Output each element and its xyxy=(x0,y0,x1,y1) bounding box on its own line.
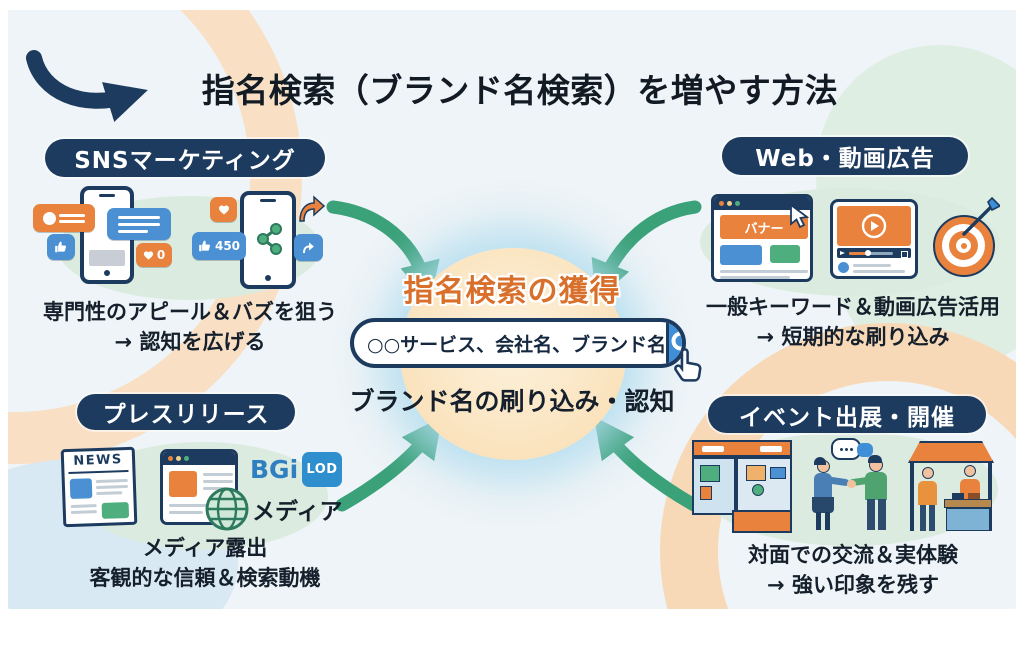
section-label-press-text: プレスリリース xyxy=(102,402,270,428)
press-caption: メディア露出 客観的な信頼＆検索動機 xyxy=(40,533,370,594)
center-caption: ブランド名の刷り込み・認知 xyxy=(349,387,675,416)
chat-bubble-icon xyxy=(107,208,171,240)
media-logo-text: BGi xyxy=(250,455,299,484)
share-arrow-icon xyxy=(299,195,326,222)
sns-caption: 専門性のアピール＆バズを狙う → 認知を広げる xyxy=(25,297,355,358)
title-swoosh-arrow-icon xyxy=(26,50,148,122)
sns-caption-line2: → 認知を広げる xyxy=(114,330,266,355)
smartphone-icon xyxy=(240,191,296,289)
share-network-icon xyxy=(257,223,282,255)
speech-bubble-icon xyxy=(857,443,873,457)
banner-ad-label: バナー xyxy=(744,221,784,237)
heart-count-badge: 0 xyxy=(136,243,172,267)
like-count: 450 xyxy=(214,239,241,253)
press-caption-line2: 客観的な信頼＆検索動機 xyxy=(89,566,321,591)
exhibition-booth-icon xyxy=(692,440,792,533)
arrow-sns-to-center xyxy=(326,200,440,303)
like-count-badge: 450 xyxy=(192,232,246,260)
search-bar[interactable]: ○○サービス、会社名、ブランド名 xyxy=(350,318,686,368)
play-icon xyxy=(861,213,887,239)
newspaper-title: NEWS xyxy=(73,452,124,469)
repost-icon xyxy=(294,234,323,261)
handshake-people-icon xyxy=(805,438,897,534)
arrow-press-to-center xyxy=(335,416,442,512)
heart-count: 0 xyxy=(156,248,166,262)
sns-caption-line1: 専門性のアピール＆バズを狙う xyxy=(43,300,337,324)
event-caption: 対面での交流＆実体験 → 強い印象を残す xyxy=(690,540,1016,601)
section-label-event: イベント出展・開催 xyxy=(708,396,986,433)
web-caption-line2: → 短期的な刷り込み xyxy=(756,325,950,350)
section-label-press: プレスリリース xyxy=(77,394,295,430)
event-stand-icon xyxy=(908,441,994,533)
heart-icon xyxy=(210,197,237,222)
media-logo-badge: LOD xyxy=(302,452,342,487)
search-input[interactable]: ○○サービス、会社名、ブランド名 xyxy=(367,333,667,356)
arrow-web-to-center xyxy=(591,200,702,302)
web-caption-line1: 一般キーワード＆動画広告活用 xyxy=(706,295,1000,319)
section-label-web-text: Web・動画広告 xyxy=(755,146,935,172)
section-label-sns: SNSマーケティング xyxy=(45,139,325,177)
newspaper-icon: NEWS xyxy=(60,446,138,528)
press-caption-line1: メディア露出 xyxy=(142,536,268,560)
video-ad-icon xyxy=(830,199,918,279)
hand-cursor-icon xyxy=(674,348,702,382)
section-label-event-text: イベント出展・開催 xyxy=(739,404,955,431)
page-title: 指名検索（ブランド名検索）を増やす方法 xyxy=(201,71,839,110)
section-label-sns-text: SNSマーケティング xyxy=(74,148,296,174)
chat-bubble-icon xyxy=(33,204,95,232)
section-label-web: Web・動画広告 xyxy=(722,137,968,175)
dart-icon xyxy=(962,196,1000,236)
event-caption-line2: → 強い印象を残す xyxy=(767,573,939,598)
center-heading: 指名検索の獲得 xyxy=(403,274,621,309)
target-icon xyxy=(933,215,995,277)
like-icon xyxy=(47,234,75,260)
cursor-arrow-icon xyxy=(790,204,810,229)
arrow-event-to-center xyxy=(594,416,701,512)
web-caption: 一般キーワード＆動画広告活用 → 短期的な刷り込み xyxy=(690,292,1016,353)
globe-icon xyxy=(205,487,249,531)
event-caption-line1: 対面での交流＆実体験 xyxy=(748,543,958,567)
media-label: メディア xyxy=(252,499,343,525)
